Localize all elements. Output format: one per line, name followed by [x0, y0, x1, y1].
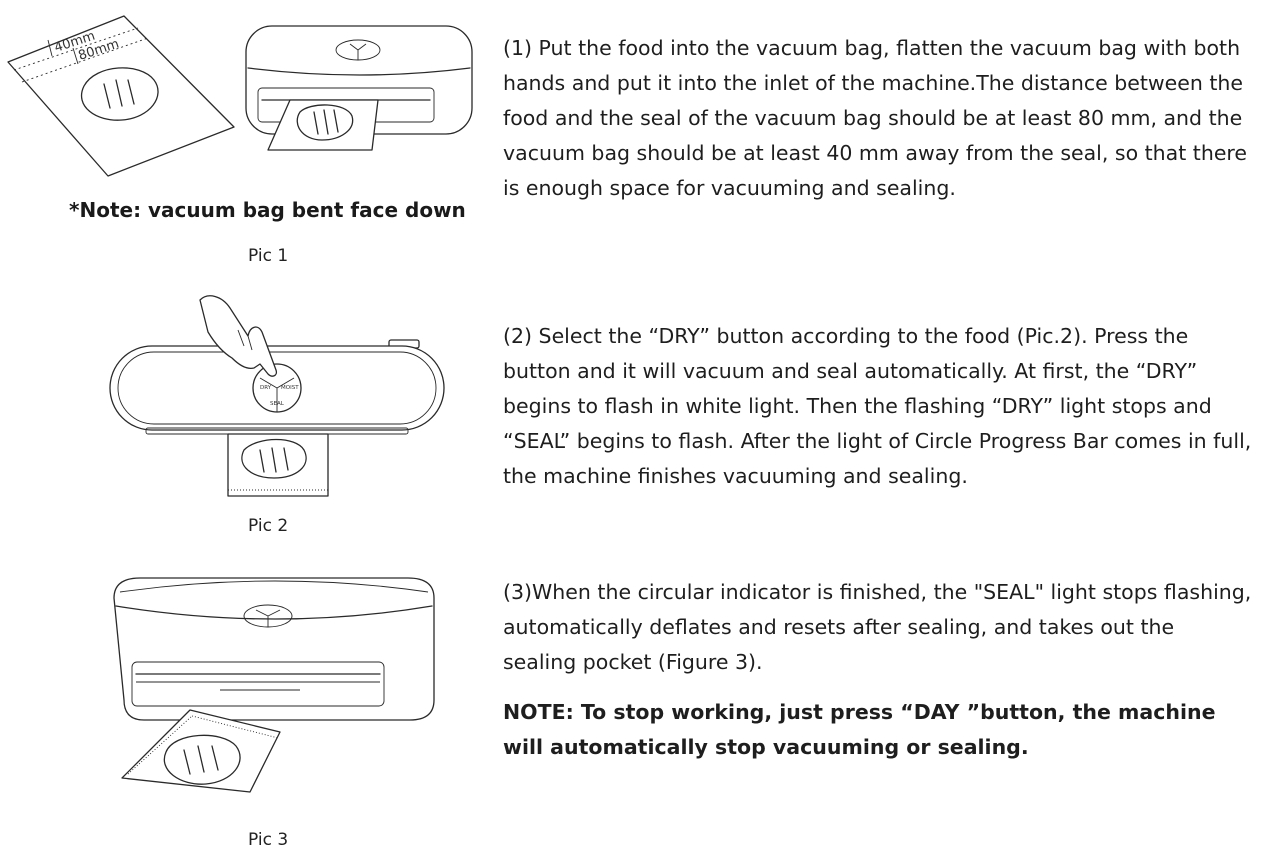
stop-working-note: NOTE: To stop working, just press “DAY ”…	[503, 700, 1216, 759]
vacuum-sealer-illustration	[246, 26, 472, 150]
pic1-caption: Pic 1	[248, 246, 289, 266]
step-1-text: (1) Put the food into the vacuum bag, fl…	[503, 36, 1248, 200]
vacuum-sealer-open-illustration	[114, 578, 434, 720]
pic3-figure	[100, 570, 460, 800]
moist-button-label: MOIST	[281, 385, 299, 391]
seal-button-label: SEAL	[270, 401, 285, 407]
pic2-figure: DRY MOIST SEAL	[100, 290, 460, 510]
pic1-figure: 40mm 80mm	[0, 10, 480, 190]
pointing-hand-icon	[200, 296, 276, 376]
step-3-text: (3)When the circular indicator is finish…	[503, 580, 1252, 674]
bag-orientation-note: *Note: vacuum bag bent face down	[69, 198, 466, 222]
vacuum-bag-illustration: 40mm 80mm	[8, 16, 234, 176]
vacuum-sealer-top-view: DRY MOIST SEAL	[110, 340, 444, 496]
sealed-bag-illustration	[122, 710, 280, 792]
pic3-caption: Pic 3	[248, 830, 289, 850]
step-2-text: (2) Select the “DRY” button according to…	[503, 324, 1252, 488]
pic2-caption: Pic 2	[248, 516, 289, 536]
dry-button-label: DRY	[260, 385, 272, 391]
